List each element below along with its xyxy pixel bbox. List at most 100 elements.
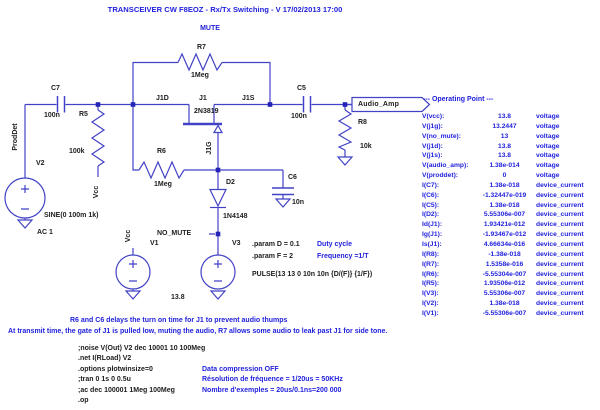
op-unit: device_current — [536, 211, 584, 219]
resistor-r5-symbol[interactable] — [90, 109, 106, 167]
source-v3-symbol[interactable] — [200, 254, 236, 290]
op-val: -1.93467e-012 — [482, 231, 527, 239]
label-c6[interactable]: C6 — [288, 174, 297, 181]
net-label-j1g[interactable]: J1G — [206, 141, 213, 155]
label-r6[interactable]: R6 — [157, 148, 166, 155]
source-v1-symbol[interactable] — [115, 254, 151, 290]
source-v2-symbol[interactable] — [4, 177, 46, 219]
audio-amp-flag-outline[interactable] — [351, 96, 431, 113]
op-unit: device_current — [536, 231, 584, 239]
label-r7[interactable]: R7 — [197, 44, 206, 51]
value-r8[interactable]: 10k — [360, 143, 372, 150]
op-unit: voltage — [536, 172, 560, 180]
op-name: V(j1d): — [422, 142, 443, 150]
jfet-j1-symbol[interactable] — [183, 104, 224, 134]
capacitor-c6-symbol[interactable] — [272, 187, 294, 196]
op-name: V(proddet): — [422, 172, 459, 180]
op-name: Ig(J1): — [422, 231, 443, 239]
resistor-r7-symbol[interactable] — [177, 52, 223, 72]
value-v1[interactable]: 13.8 — [171, 294, 185, 301]
directive-row[interactable]: .op — [78, 397, 343, 407]
resistor-r8-symbol[interactable] — [337, 109, 353, 151]
param-freq[interactable]: .param F = 2 Frequency =1/T — [252, 253, 369, 261]
capacitor-c7-symbol[interactable] — [56, 96, 66, 113]
op-name: I(C7): — [422, 181, 440, 189]
param-freq-directive[interactable]: .param F = 2 — [252, 253, 294, 260]
directive-row[interactable]: .net I(RLoad) V2 — [78, 355, 343, 365]
wire-net[interactable] — [24, 61, 352, 292]
op-unit: device_current — [536, 250, 584, 258]
op-unit: voltage — [536, 142, 560, 150]
label-v1[interactable]: V1 — [150, 240, 159, 247]
net-label-vcc-v1[interactable]: Vcc — [125, 229, 132, 243]
op-name: I(C5): — [422, 201, 440, 209]
label-v3[interactable]: V3 — [232, 240, 241, 247]
directive-text[interactable]: .net I(RLoad) V2 — [78, 355, 132, 363]
label-c7[interactable]: C7 — [51, 85, 60, 92]
op-val: 5.55306e-007 — [483, 211, 526, 219]
directive-text[interactable]: ;tran 0 1s 0 0.5u — [78, 376, 131, 384]
net-label-no-mute[interactable]: NO_MUTE — [157, 230, 192, 237]
value-j1[interactable]: 2N3819 — [194, 108, 219, 115]
directive-text[interactable]: ;ac dec 100001 1Meg 100Meg — [78, 386, 175, 394]
op-val: 1.38e-018 — [489, 201, 520, 209]
note-line-1: R6 and C6 delays the turn on time for J1… — [70, 317, 288, 324]
value-v2-sine[interactable]: SINE(0 100m 1k) — [44, 212, 99, 219]
value-c7[interactable]: 100n — [44, 112, 60, 119]
ground-symbols[interactable] — [16, 156, 354, 300]
op-unit: voltage — [536, 162, 560, 170]
directive-text[interactable]: ;noise V(Out) V2 dec 10001 10 100Meg — [78, 345, 206, 352]
value-c5[interactable]: 100n — [291, 113, 307, 120]
op-val: 13.2447 — [492, 122, 517, 130]
net-label-vcc-r5[interactable]: Vcc — [93, 185, 100, 199]
op-val: 1.38e-018 — [489, 300, 520, 308]
label-r5[interactable]: R5 — [79, 111, 88, 118]
op-unit: device_current — [536, 270, 584, 278]
op-name: Is(J1): — [422, 240, 442, 248]
net-label-j1d[interactable]: J1D — [156, 95, 169, 102]
net-label-proddet[interactable]: ProdDet — [12, 123, 19, 151]
param-duty-directive[interactable]: .param D = 0.1 — [252, 241, 300, 248]
directive-text[interactable]: .op — [78, 396, 89, 404]
junction-dots — [95, 102, 348, 237]
pulse-spec[interactable]: PULSE(13 13 0 10n 10n {D/(F)} {1/F}) — [252, 271, 373, 278]
label-c5[interactable]: C5 — [297, 85, 306, 92]
label-r8[interactable]: R8 — [358, 119, 367, 126]
net-label-audio-amp[interactable]: Audio_Amp — [358, 101, 400, 108]
directive-row[interactable]: ;noise V(Out) V2 dec 10001 10 100Meg — [78, 345, 343, 355]
value-r5[interactable]: 100k — [69, 148, 85, 155]
capacitor-c5-symbol[interactable] — [302, 96, 312, 113]
directives-list[interactable]: ;noise V(Out) V2 dec 10001 10 100Meg .net… — [78, 345, 343, 407]
op-name: V(audio_amp): — [422, 162, 469, 170]
op-val: 5.55306e-007 — [483, 290, 526, 298]
directive-text[interactable]: .options plotwinsize=0 — [78, 365, 153, 373]
value-c6[interactable]: 10n — [292, 199, 305, 206]
op-name: I(D2): — [422, 211, 440, 219]
label-d2[interactable]: D2 — [226, 179, 235, 186]
label-v2[interactable]: V2 — [36, 160, 45, 167]
op-name: V(j1g): — [422, 122, 443, 130]
value-r7[interactable]: 1Meg — [191, 72, 209, 79]
value-r6[interactable]: 1Meg — [154, 181, 172, 188]
comment-mute: MUTE — [200, 25, 220, 32]
label-j1[interactable]: J1 — [199, 95, 207, 102]
value-v2-ac[interactable]: AC 1 — [37, 229, 53, 236]
resistor-r6-symbol[interactable] — [138, 160, 185, 180]
diode-d2-symbol[interactable] — [209, 188, 227, 209]
net-label-j1s[interactable]: J1S — [242, 95, 255, 102]
value-d2[interactable]: 1N4148 — [223, 213, 248, 220]
param-duty[interactable]: .param D = 0.1 Duty cycle — [252, 241, 352, 249]
